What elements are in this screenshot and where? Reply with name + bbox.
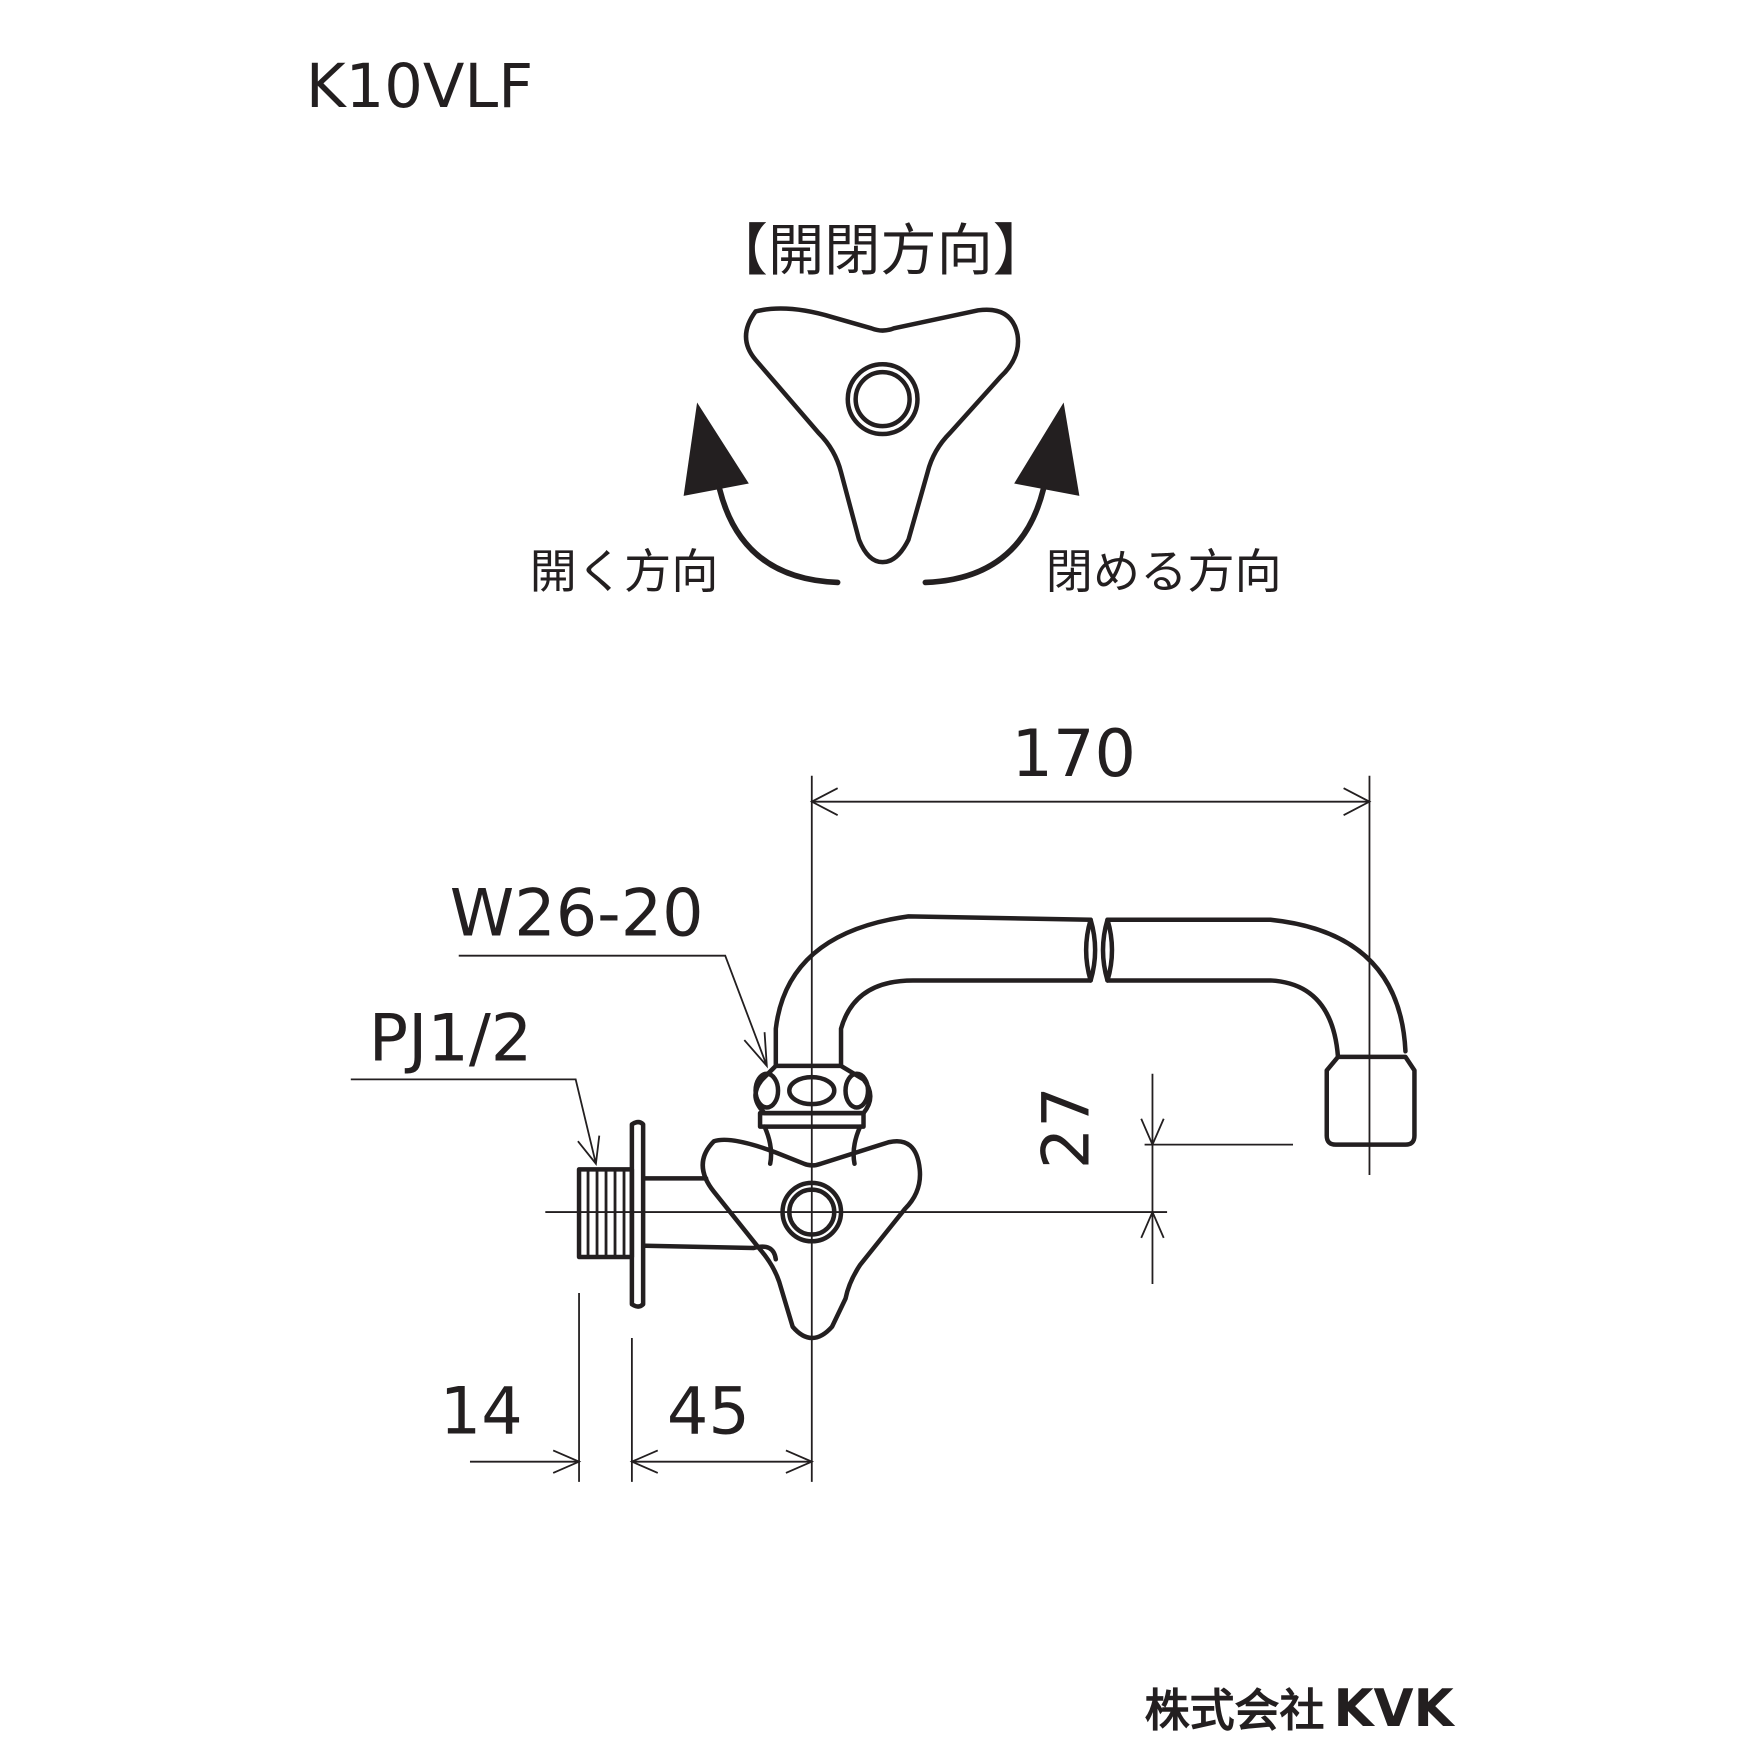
nut-thread-label: W26-20: [450, 875, 704, 951]
open-arrow-curve: [716, 486, 841, 586]
close-direction-label: 閉める方向: [1046, 545, 1282, 600]
handle-top-view: [743, 306, 1021, 565]
coupling-nut: [753, 1063, 873, 1166]
open-direction-label: 開く方向: [530, 545, 719, 600]
company-name: 株式会社: [1145, 1684, 1325, 1737]
dimension-45-label: 45: [667, 1374, 750, 1450]
company-logo: 株式会社 KVK: [1145, 1679, 1456, 1739]
model-number: K10VLF: [306, 52, 533, 122]
handle-center-inner: [853, 369, 912, 429]
dimension-170-label: 170: [1012, 716, 1136, 792]
dimension-27: 27: [1028, 1073, 1294, 1285]
nut-thread-leader: [458, 954, 768, 1069]
dimension-14-45: 14 45: [440, 1293, 815, 1482]
close-arrow-head-icon: [1014, 402, 1080, 496]
inlet-thread-label: PJ1/2: [369, 1000, 533, 1076]
dimension-27-label: 27: [1028, 1086, 1104, 1169]
inlet-assembly: [576, 1119, 779, 1309]
dimension-14-label: 14: [440, 1374, 523, 1450]
open-arrow-head-icon: [683, 402, 749, 496]
rotation-title: 【開閉方向】: [712, 219, 1049, 284]
brand-name: KVK: [1333, 1679, 1455, 1739]
dimension-170: 170: [809, 716, 1372, 1482]
aerator: [1324, 1054, 1417, 1147]
close-arrow-curve: [922, 486, 1047, 586]
spout: [773, 914, 1417, 1147]
rotation-diagram: 【開閉方向】 開く方向 閉める方向: [530, 219, 1282, 600]
handle-center-outer: [845, 362, 920, 437]
inlet-thread-leader: [350, 1078, 601, 1166]
